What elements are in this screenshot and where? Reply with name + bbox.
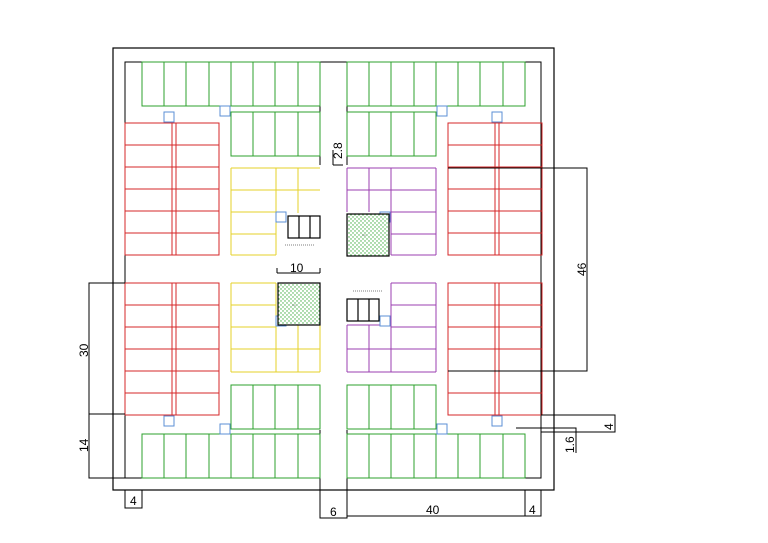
dimension-40: 40 [347, 503, 525, 517]
label-2-8: 2.8 [331, 142, 345, 159]
dimension-4-right: 4 [541, 414, 616, 433]
label-46: 46 [575, 262, 589, 276]
dimension-1-6: 1.6 [516, 427, 577, 453]
label-4-right: 4 [602, 423, 616, 430]
yellow-stalls [230, 167, 321, 373]
dimension-30: 30 [77, 282, 125, 415]
inner-wall-right [525, 61, 542, 479]
dimension-4-bottom-right: 4 [524, 490, 542, 517]
label-30: 30 [77, 343, 91, 357]
svg-text:▫▫▫▫: ▫▫▫▫ [292, 303, 296, 307]
label-4-bottom-right: 4 [529, 503, 536, 517]
inner-wall-left [124, 61, 142, 479]
label-14: 14 [77, 438, 91, 452]
shaft-upper-right [346, 213, 390, 257]
shaft-lower-left [277, 282, 321, 326]
dimension-14: 14 [77, 413, 125, 479]
label-10: 10 [290, 261, 304, 275]
dimension-4-bottom-left: 4 [124, 490, 143, 509]
dimension-46: 46 [448, 167, 589, 372]
dimension-6: 6 [319, 490, 348, 519]
stair-lower-right [346, 298, 380, 322]
label-6: 6 [330, 505, 337, 519]
red-stalls [124, 122, 543, 416]
label-4-bottom-left: 4 [130, 494, 137, 508]
purple-stalls [346, 167, 437, 373]
green-stalls [141, 61, 526, 479]
label-1-6: 1.6 [563, 436, 577, 453]
stair-upper-left [287, 215, 321, 239]
outer-wall [112, 47, 555, 491]
svg-text:▫▫▫▫: ▫▫▫▫ [362, 233, 366, 237]
blue-columns [163, 105, 503, 435]
dimension-10: 10 [276, 261, 321, 275]
dimension-2-8: 2.8 [331, 142, 345, 166]
label-40: 40 [426, 503, 440, 517]
